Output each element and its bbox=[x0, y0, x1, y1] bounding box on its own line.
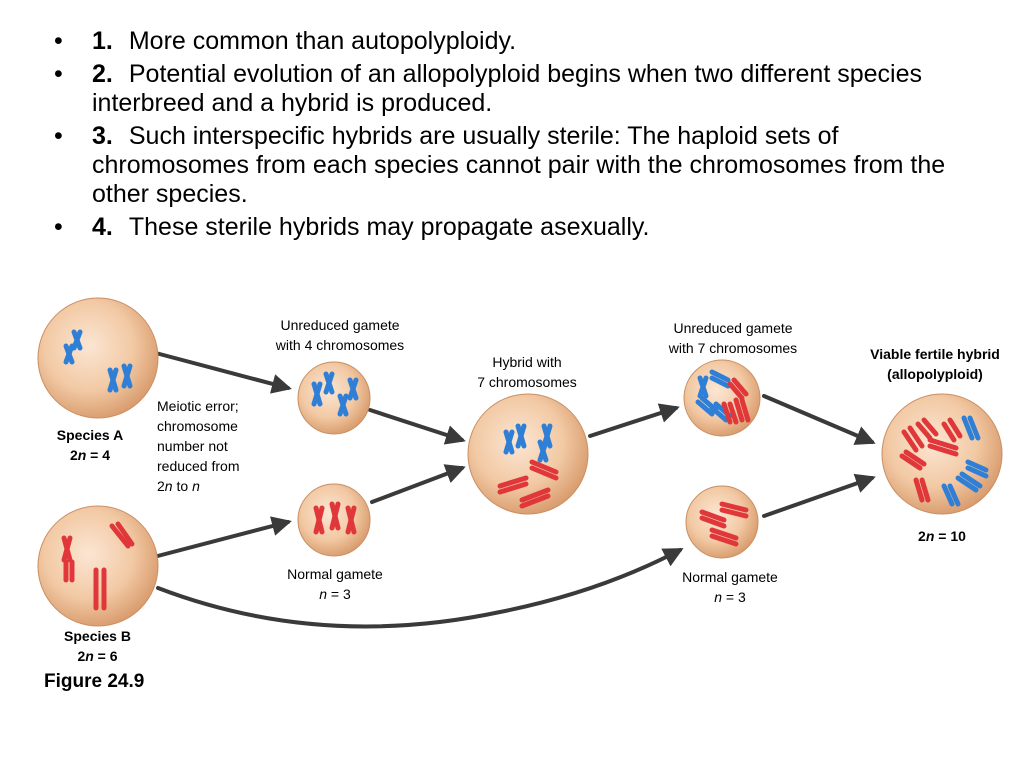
arrow-unreduced7-to-viable bbox=[762, 394, 876, 445]
normal-gamete-chromosomes bbox=[313, 501, 357, 535]
bullet-item-1: •1.More common than autopolyploidy. bbox=[54, 27, 517, 55]
species-b-chromosomes bbox=[61, 521, 135, 611]
species-a-chromosomes bbox=[63, 329, 133, 393]
viable-hybrid-blue bbox=[941, 415, 989, 507]
bullet-item-3: •3.Such interspecific hybrids are usuall… bbox=[54, 122, 946, 208]
species-a-cell bbox=[37, 297, 159, 419]
bullet-number: 1. bbox=[92, 27, 113, 55]
viable-hybrid-label: Viable fertile hybrid (allopolyploid) bbox=[870, 346, 1000, 382]
arrow-hybrid-to-unreduced-gamete bbox=[588, 403, 680, 438]
bullet-number: 4. bbox=[92, 213, 113, 241]
arrow-b-to-normal-gamete-2 bbox=[156, 548, 684, 629]
species-a-label: Species A 2n = 4 bbox=[56, 427, 124, 463]
arrow-a-to-unreduced-gamete bbox=[150, 350, 292, 394]
unreduced-gamete-chromosomes bbox=[311, 371, 359, 417]
unreduced-gamete-7-blue bbox=[695, 369, 733, 423]
arrows bbox=[148, 350, 876, 629]
unreduced-gamete-label: Unreduced gamete with 4 chromosomes bbox=[275, 317, 405, 353]
hybrid-blue-chromosomes bbox=[503, 423, 553, 463]
normal-gamete-2-label: Normal gamete n = 3 bbox=[682, 569, 778, 605]
bullet-text: These sterile hybrids may propagate asex… bbox=[128, 213, 650, 241]
arrow-normal2-to-viable bbox=[762, 473, 876, 518]
chromosomes bbox=[61, 329, 989, 611]
bullet-text: Potential evolution of an allopolyploid … bbox=[92, 60, 922, 117]
bullet-text: More common than autopolyploidy. bbox=[128, 27, 517, 55]
arrow-unreduced-to-hybrid bbox=[368, 408, 466, 445]
bullet-list: •1.More common than autopolyploidy. •2.P… bbox=[40, 27, 1000, 246]
meiotic-error-label: Meiotic error; chromosome number not red… bbox=[157, 398, 240, 494]
viable-hybrid-cell bbox=[881, 393, 1003, 515]
hybrid-red-chromosomes bbox=[497, 459, 559, 509]
hybrid-cell bbox=[467, 393, 589, 515]
unreduced-gamete-7-label: Unreduced gamete with 7 chromosomes bbox=[668, 320, 798, 356]
species-b-label: Species B 2n = 6 bbox=[64, 628, 131, 664]
viable-hybrid-ploidy: 2n = 10 bbox=[918, 528, 966, 544]
bullet-item-4: •4.These sterile hybrids may propagate a… bbox=[54, 213, 650, 241]
normal-gamete-label: Normal gamete n = 3 bbox=[287, 566, 383, 602]
normal-gamete-2-cell bbox=[685, 485, 759, 559]
hybrid-label: Hybrid with 7 chromosomes bbox=[477, 354, 577, 390]
bullet-number: 2. bbox=[92, 60, 113, 88]
bullet-number: 3. bbox=[92, 122, 113, 150]
unreduced-gamete-7-red bbox=[721, 377, 751, 425]
arrow-b-to-normal-gamete bbox=[148, 516, 292, 560]
unreduced-gamete-7-cell bbox=[683, 359, 761, 437]
bullet-item-2: •2.Potential evolution of an allopolyplo… bbox=[54, 60, 922, 117]
viable-hybrid-red bbox=[899, 417, 963, 503]
figure-caption: Figure 24.9 bbox=[44, 671, 145, 692]
arrow-normal-to-hybrid bbox=[370, 464, 466, 504]
bullet-text: Such interspecific hybrids are usually s… bbox=[92, 122, 946, 208]
normal-gamete-2-chromosomes bbox=[699, 501, 749, 547]
